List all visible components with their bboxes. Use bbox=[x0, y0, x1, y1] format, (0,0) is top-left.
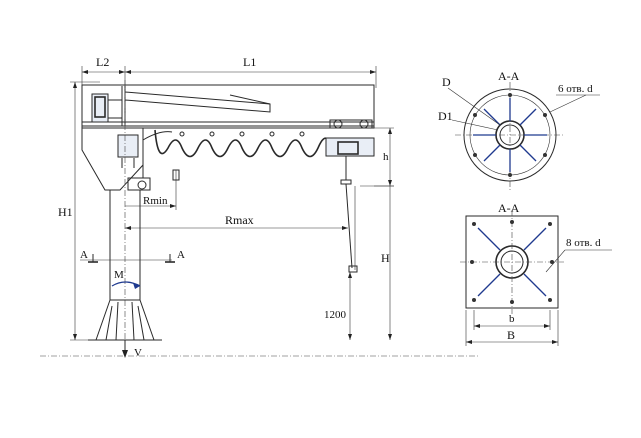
section-square-plate: A-A 8 отв. d b B bbox=[460, 201, 612, 346]
dimension-1200: 1200 bbox=[324, 272, 352, 340]
section-round-flange: A-A D D1 6 отв. d bbox=[438, 69, 600, 190]
column-base bbox=[88, 299, 162, 341]
hoist-trolley bbox=[325, 119, 375, 185]
dimension-h1: H1 bbox=[58, 81, 100, 341]
label-holes-8: 8 отв. d bbox=[566, 237, 601, 249]
crane-elevation: L2 L1 H1 bbox=[40, 55, 480, 359]
label-rmin: Rmin bbox=[143, 195, 168, 207]
label-v: V bbox=[134, 347, 142, 359]
label-l1: L1 bbox=[243, 55, 256, 69]
section-title-bottom: A-A bbox=[498, 201, 520, 215]
dimension-top: L2 L1 bbox=[81, 55, 377, 90]
label-m: M bbox=[114, 269, 124, 281]
dimension-h: h bbox=[374, 127, 394, 187]
label-b: b bbox=[509, 313, 515, 325]
column bbox=[80, 80, 172, 352]
cable-hangers bbox=[179, 131, 305, 137]
label-h1: H1 bbox=[58, 205, 73, 219]
label-h-small: h bbox=[383, 151, 389, 163]
hoist-rope bbox=[345, 183, 358, 273]
label-d: D bbox=[442, 75, 451, 89]
label-a-right: A bbox=[177, 249, 185, 261]
label-1200: 1200 bbox=[324, 309, 347, 321]
festoon-cable bbox=[154, 129, 329, 158]
section-marks: A A bbox=[80, 249, 185, 263]
label-rmax: Rmax bbox=[225, 213, 254, 227]
dimension-radius: Rmin Rmax bbox=[125, 169, 348, 230]
dimension-H: H bbox=[360, 185, 394, 340]
moment-indicator: M bbox=[111, 269, 141, 289]
rotary-head bbox=[81, 127, 173, 191]
section-title-top: A-A bbox=[498, 69, 520, 83]
label-l2: L2 bbox=[96, 55, 109, 69]
label-d1: D1 bbox=[438, 109, 453, 123]
vertical-force: V bbox=[122, 340, 142, 359]
label-H: H bbox=[381, 251, 390, 265]
label-holes-6: 6 отв. d bbox=[558, 83, 593, 95]
label-a-left: A bbox=[80, 249, 88, 261]
label-B: B bbox=[507, 328, 515, 342]
